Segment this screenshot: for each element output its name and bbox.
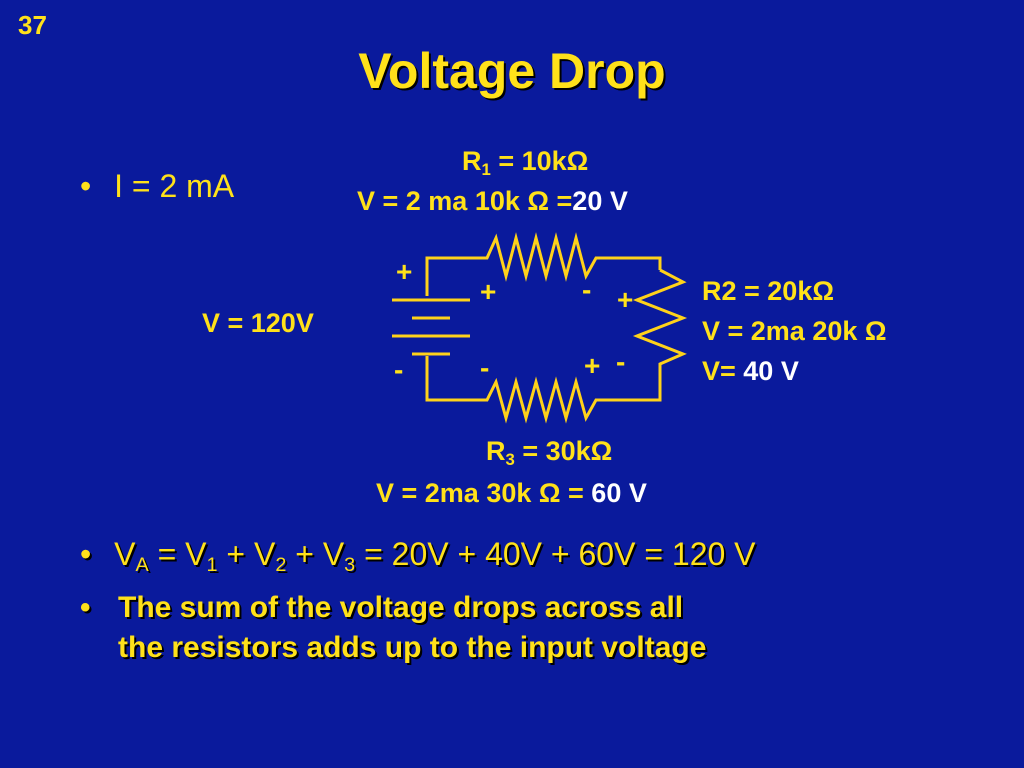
source-voltage-label: V = 120V	[202, 308, 314, 338]
bullet-current: • I = 2 mA	[80, 168, 234, 205]
r2-minus-sign: -	[616, 346, 626, 377]
sum-equation: VA = V1 + V2 + V3 = 20V + 40V + 60V = 12…	[114, 536, 756, 576]
conclusion-line-1: The sum of the voltage drops across all	[118, 591, 684, 624]
current-text: I = 2 mA	[114, 168, 235, 204]
r1-minus-sign: -	[582, 274, 592, 305]
battery-minus-sign: -	[394, 354, 404, 385]
slide-number: 37	[18, 10, 47, 40]
r1-wire	[425, 232, 662, 296]
slide-title: Voltage Drop	[358, 43, 666, 99]
r3-label: R3 = 30kΩ	[486, 436, 613, 470]
r2-wire	[632, 268, 688, 382]
bullet-dot: •	[80, 168, 92, 204]
r2-voltage: V= 40 V	[702, 356, 799, 386]
bullet-dot: •	[80, 591, 91, 624]
r3-equation: V = 2ma 30k Ω = 60 V	[376, 478, 647, 508]
r3-plus-sign: +	[584, 350, 601, 381]
r2-label: R2 = 20kΩ	[702, 276, 834, 306]
bullet-dot: •	[80, 536, 92, 572]
bullet-conclusion: • The sum of the voltage drops across al…	[80, 588, 706, 668]
r2-equation: V = 2ma 20k Ω	[702, 316, 887, 346]
battery-plus-sign: +	[396, 256, 413, 287]
r3-minus-sign: -	[480, 352, 490, 383]
r3-wire	[425, 356, 662, 424]
bullet-sum: • VA = V1 + V2 + V3 = 20V + 40V + 60V = …	[80, 536, 756, 577]
r1-plus-sign: +	[480, 276, 497, 307]
r1-equation: V = 2 ma 10k Ω =20 V	[357, 186, 628, 216]
r1-label: R1 = 10kΩ	[462, 146, 589, 180]
conclusion-line-2: the resistors adds up to the input volta…	[118, 631, 707, 664]
r2-plus-sign: +	[617, 284, 634, 315]
